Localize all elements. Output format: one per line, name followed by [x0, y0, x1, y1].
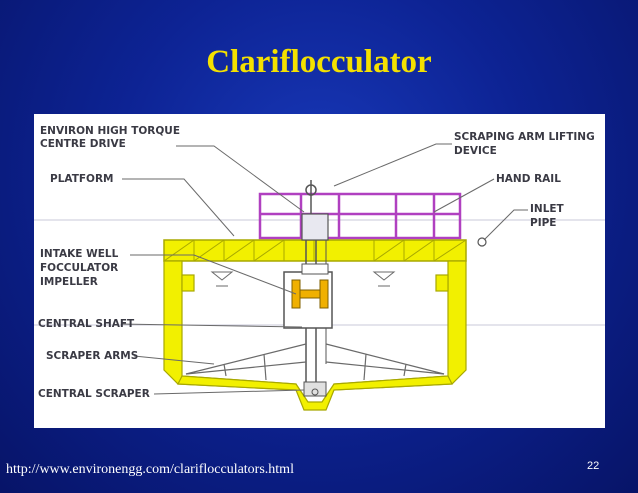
label-scraper-arms: SCRAPER ARMS: [46, 350, 138, 362]
label-lifting-device-line1: SCRAPING ARM LIFTING: [454, 131, 595, 143]
diagram-canvas: ENVIRON HIGH TORQUE CENTRE DRIVE PLATFOR…: [34, 125, 605, 411]
intake-well: [283, 263, 333, 329]
page-number: 22: [587, 460, 600, 472]
label-intake-well-line1: INTAKE WELL: [40, 248, 119, 260]
label-hand-rail: HAND RAIL: [496, 173, 561, 185]
leader-lines: [121, 143, 528, 395]
label-intake-well-line3: IMPELLER: [40, 276, 98, 288]
label-platform: PLATFORM: [50, 173, 114, 185]
central-scraper: [303, 381, 327, 397]
label-centre-drive-line1: ENVIRON HIGH TORQUE: [40, 125, 180, 137]
label-inlet-pipe-line2: PIPE: [530, 217, 556, 229]
slide-title: Clariflocculator: [206, 44, 432, 80]
label-inlet-pipe-line1: INLET: [530, 203, 565, 215]
label-central-shaft: CENTRAL SHAFT: [38, 318, 135, 330]
platform: [163, 239, 467, 262]
source-url: http://www.environengg.com/clarifloccula…: [6, 462, 294, 477]
water-level-marks: [210, 271, 396, 287]
label-lifting-device-line2: DEVICE: [454, 145, 497, 157]
inlet-pipe: [477, 237, 487, 247]
hand-rail: [258, 192, 462, 240]
label-centre-drive-line2: CENTRE DRIVE: [40, 138, 126, 150]
scraper-arms: [185, 343, 445, 381]
tank: [163, 260, 467, 411]
clariflocculator-diagram: ENVIRON HIGH TORQUE CENTRE DRIVE PLATFOR…: [34, 114, 605, 428]
label-central-scraper: CENTRAL SCRAPER: [38, 388, 150, 400]
label-intake-well-line2: FOCCULATOR: [40, 262, 118, 274]
